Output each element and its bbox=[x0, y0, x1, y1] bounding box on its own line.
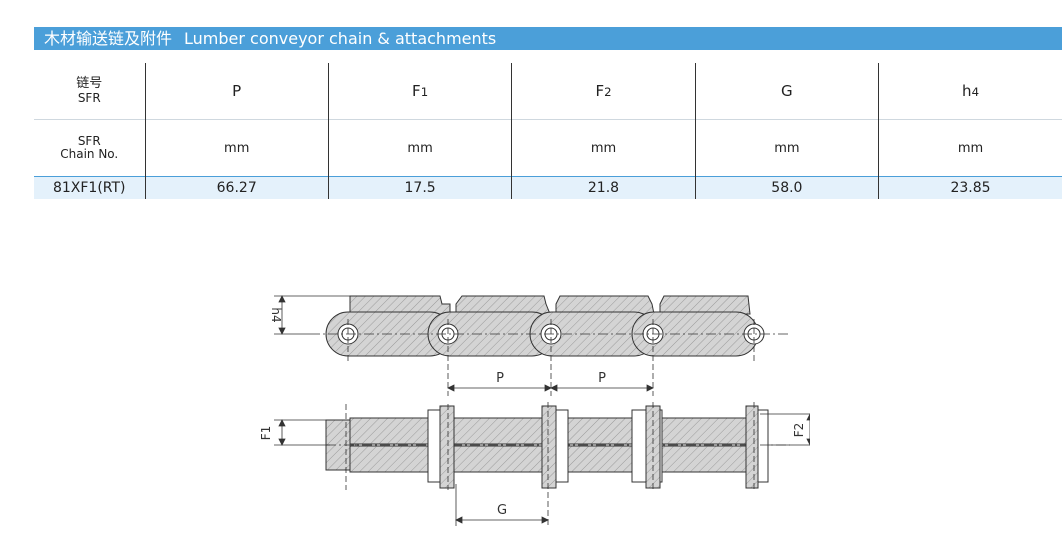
dim-g: G bbox=[455, 484, 549, 526]
attachment-plate-2 bbox=[455, 295, 551, 315]
attachment-plate-3 bbox=[555, 295, 655, 315]
col-header-f1: F1 bbox=[327, 63, 512, 120]
col-header-f1-base: F bbox=[412, 82, 421, 100]
dim-f2: F2 bbox=[760, 413, 810, 446]
title-english: Lumber conveyor chain & attachments bbox=[184, 29, 497, 48]
attachment-plate-1 bbox=[349, 295, 451, 315]
unit-h4: mm bbox=[878, 119, 1062, 177]
side-view bbox=[310, 295, 790, 396]
unit-f2: mm bbox=[511, 119, 696, 177]
section-title-bar: 木材输送链及附件 Lumber conveyor chain & attachme… bbox=[34, 27, 1062, 50]
unit-f1: mm bbox=[327, 119, 512, 177]
col-header-h4: h4 bbox=[878, 63, 1062, 120]
label-p-2: P bbox=[598, 371, 606, 386]
label-g: G bbox=[497, 503, 507, 518]
dim-f1: F1 bbox=[259, 419, 330, 446]
col-header-f2: F2 bbox=[511, 63, 696, 120]
chain-no-header-cn: 链号 bbox=[76, 76, 103, 91]
pin-center-marks bbox=[347, 319, 755, 396]
col-header-h4-base: h bbox=[962, 82, 972, 100]
col-header-g-base: G bbox=[781, 82, 793, 100]
cell-f2: 21.8 bbox=[511, 176, 696, 199]
col-header-f2-base: F bbox=[595, 82, 605, 100]
label-p-1: P bbox=[496, 371, 504, 386]
pin-flanges bbox=[427, 405, 769, 489]
col-header-g: G bbox=[694, 63, 879, 120]
label-f1: F1 bbox=[259, 426, 273, 441]
spec-table: 链号 SFR P F1 F2 G h4 SFR Chain No. mm mm … bbox=[34, 63, 1062, 199]
col-header-f1-sub: 1 bbox=[420, 85, 429, 99]
col-header-h4-sub: 4 bbox=[971, 85, 979, 99]
cell-chain-no: 81XF1(RT) bbox=[34, 176, 145, 199]
unit-g: mm bbox=[694, 119, 879, 177]
label-f2: F2 bbox=[792, 423, 806, 438]
cell-p: 66.27 bbox=[144, 176, 329, 199]
chain-no-unit-line1: SFR bbox=[77, 134, 101, 148]
dim-pitch: P P bbox=[447, 371, 654, 392]
chain-no-unit-cell: SFR Chain No. bbox=[34, 120, 145, 177]
header-row: 链号 SFR P F1 F2 G h4 bbox=[34, 63, 1062, 120]
col-header-f2-sub: 2 bbox=[604, 85, 612, 99]
unit-p: mm bbox=[144, 119, 329, 177]
plan-view bbox=[325, 402, 790, 526]
cell-g: 58.0 bbox=[694, 176, 879, 199]
col-header-p-base: P bbox=[232, 82, 242, 100]
dim-h4: h4 bbox=[269, 295, 350, 335]
attachment-plate-4 bbox=[659, 295, 751, 315]
unit-row: SFR Chain No. mm mm mm mm mm bbox=[34, 119, 1062, 177]
chain-no-header: 链号 SFR bbox=[34, 63, 145, 120]
chain-no-header-sfr: SFR bbox=[77, 91, 101, 105]
label-h4: h4 bbox=[269, 307, 283, 322]
cell-h4: 23.85 bbox=[878, 176, 1062, 199]
table-row: 81XF1(RT) 66.27 17.5 21.8 58.0 23.85 bbox=[34, 176, 1062, 199]
col-header-p: P bbox=[144, 63, 329, 120]
title-chinese: 木材输送链及附件 bbox=[44, 29, 173, 48]
plan-pin-centers bbox=[345, 402, 755, 526]
cell-f1: 17.5 bbox=[327, 176, 512, 199]
chain-drawing: h4 P P bbox=[259, 295, 810, 526]
chain-no-unit-line2: Chain No. bbox=[60, 147, 119, 161]
